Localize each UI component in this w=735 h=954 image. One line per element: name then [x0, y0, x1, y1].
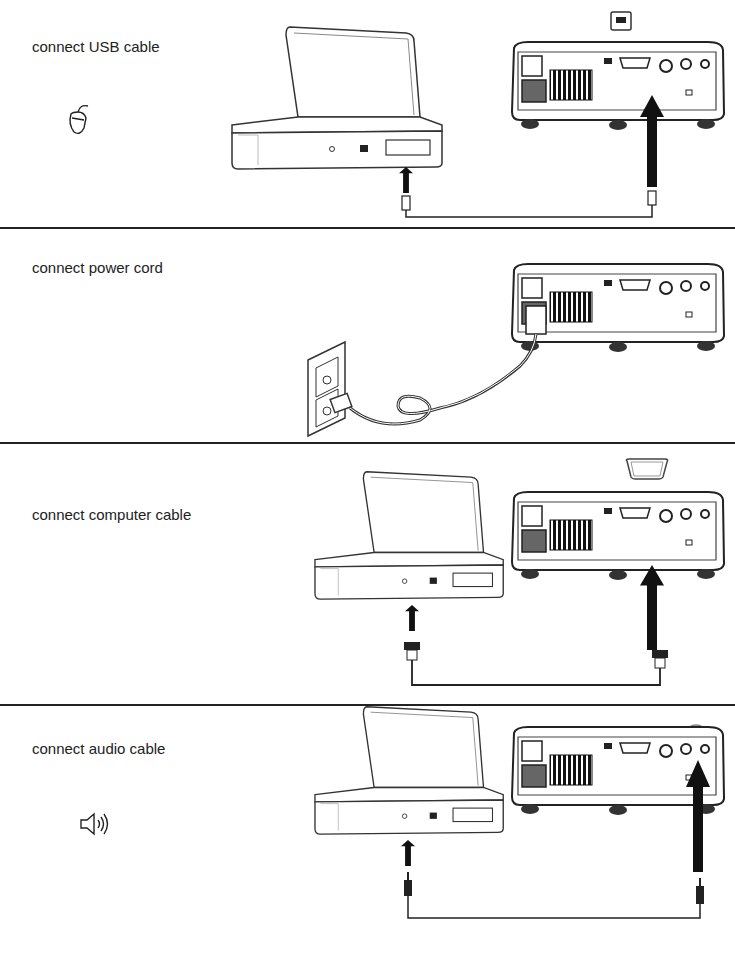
computer-panel: [315, 459, 724, 685]
insert-arrow: [401, 840, 415, 866]
vga-port-icon: [626, 459, 667, 479]
insert-arrow: [405, 605, 419, 631]
laptop: [315, 472, 503, 599]
audio-panel: [81, 707, 724, 918]
step-label: connect USB cable: [32, 38, 160, 56]
power-cord: [330, 306, 546, 424]
insert-arrow: [686, 760, 710, 872]
power-panel: [308, 264, 724, 436]
mouse-icon: [70, 106, 88, 134]
projector-rear: [512, 492, 724, 580]
audio-cable: [404, 872, 704, 918]
insert-arrow: [399, 167, 413, 193]
projector-rear: [512, 42, 724, 130]
laptop: [315, 707, 503, 834]
wall-outlet: [308, 342, 345, 436]
step-label: connect power cord: [32, 259, 163, 277]
panel-separator: [0, 228, 735, 705]
step-label: connect audio cable: [32, 740, 165, 758]
speaker-icon: [81, 814, 108, 834]
vga-cable: [404, 642, 668, 685]
insert-arrow: [640, 95, 664, 187]
laptop: [232, 27, 442, 169]
usb-cable: [402, 191, 656, 217]
step-label: connect computer cable: [32, 506, 191, 524]
usb-panel: [70, 12, 724, 217]
insert-arrow: [640, 565, 664, 650]
projector-rear: [512, 727, 724, 815]
projector-rear: [512, 264, 724, 352]
usb-port-icon: [611, 12, 631, 30]
